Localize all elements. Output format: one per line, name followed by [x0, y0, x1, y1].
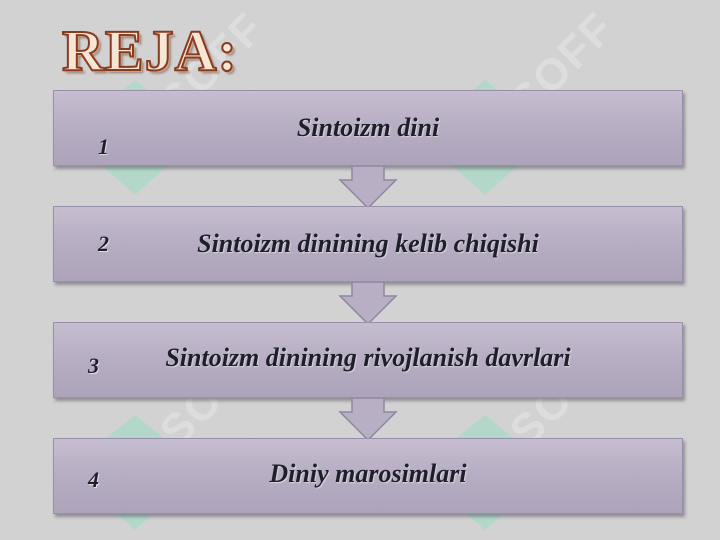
plan-item-box-2: 2 Sintoizm dinining kelib chiqishi	[53, 206, 683, 282]
plan-item-label: Diniy marosimlari	[269, 459, 467, 488]
plan-item-number: 1	[98, 134, 109, 159]
plan-item-label: Sintoizm dini	[296, 113, 440, 142]
plan-item-box-3: 3 Sintoizm dinining rivojlanish davrlari	[53, 322, 683, 398]
down-arrow-icon	[338, 282, 398, 326]
plan-item-label: Sintoizm dinining rivojlanish davrlari	[165, 343, 571, 372]
down-arrow-icon	[338, 166, 398, 210]
plan-item-number: 2	[98, 231, 109, 256]
plan-item-box-4: 4 Diniy marosimlari	[53, 438, 683, 514]
plan-item-number: 3	[88, 353, 99, 378]
plan-item-box-1: 1 Sintoizm dini	[53, 90, 683, 166]
plan-item-number: 4	[88, 467, 99, 492]
plan-item-label: Sintoizm dinining kelib chiqishi	[197, 229, 539, 258]
down-arrow-icon	[338, 398, 398, 442]
slide-title: REJA:	[61, 18, 238, 83]
